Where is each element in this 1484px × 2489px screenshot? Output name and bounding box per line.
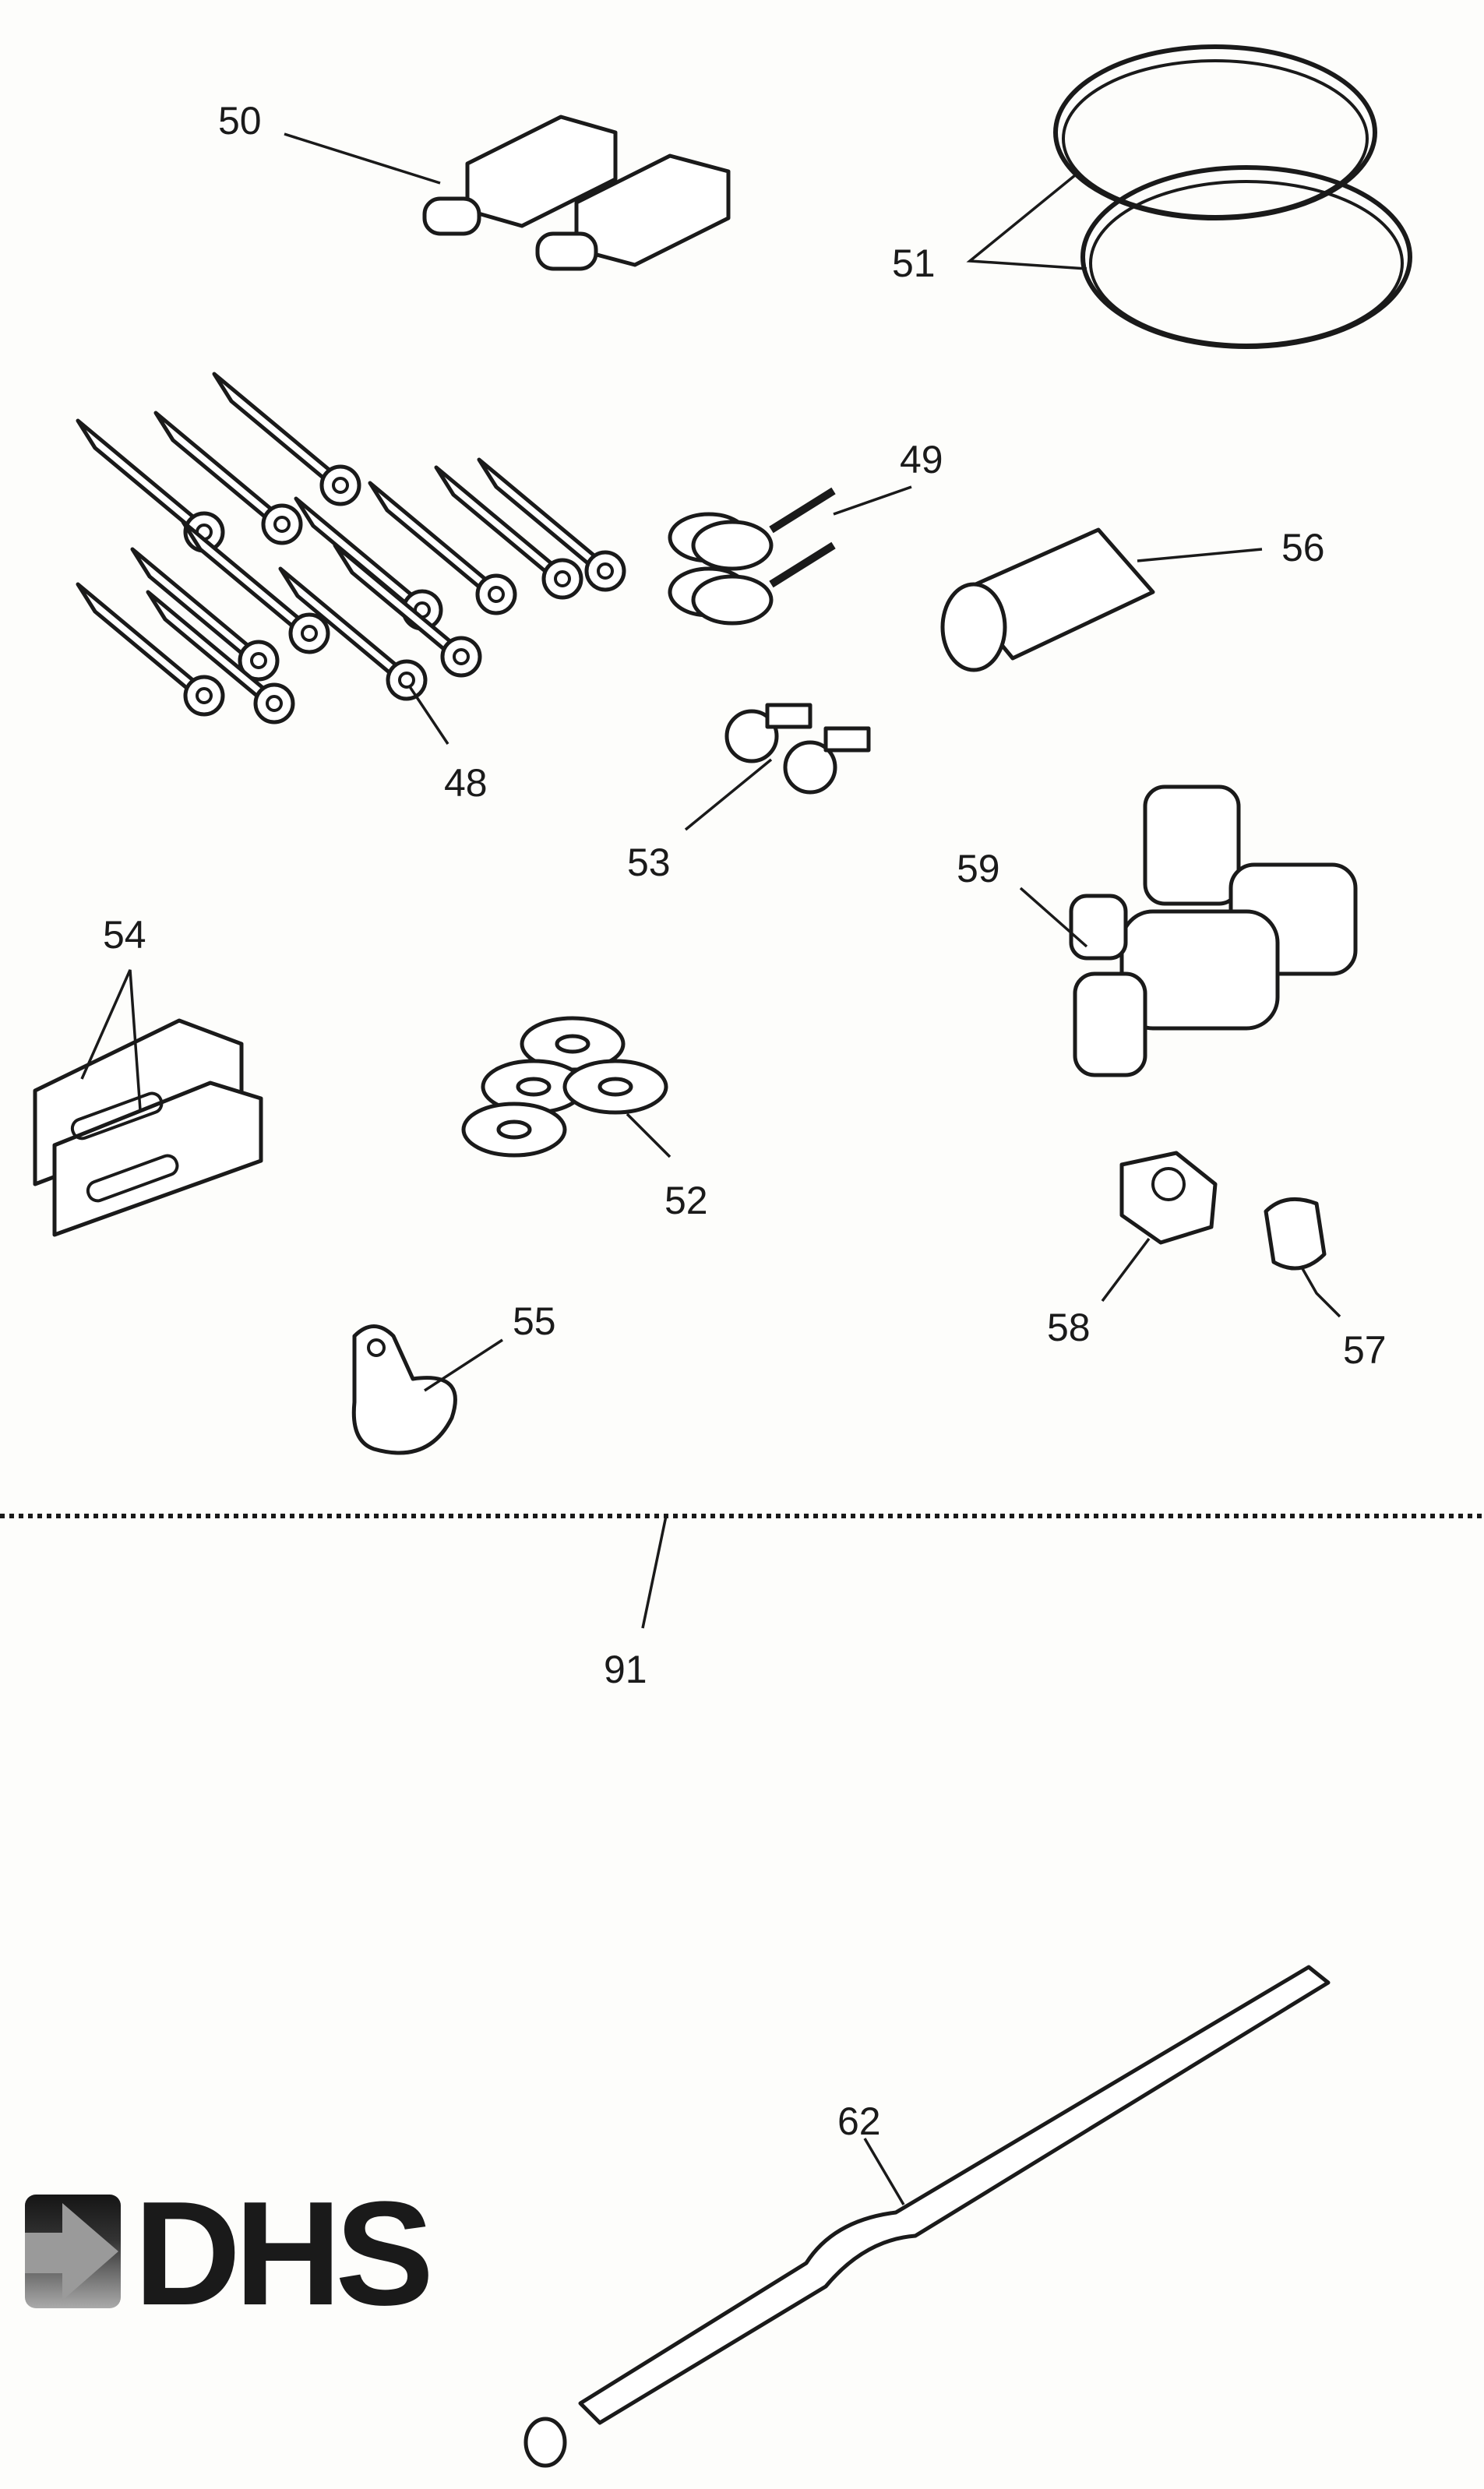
foam-tube bbox=[434, 465, 583, 600]
callout-48: 48 bbox=[444, 761, 488, 805]
foam-tube bbox=[153, 411, 303, 545]
part-50-hex-standoffs bbox=[284, 115, 731, 271]
part-91-separator bbox=[0, 1514, 1484, 1629]
foam-tube bbox=[181, 520, 330, 654]
part-57-ferrule bbox=[1264, 1197, 1341, 1318]
foam-tube bbox=[130, 547, 280, 682]
foam-tube bbox=[477, 457, 626, 592]
part-49-eye-screws bbox=[668, 485, 912, 626]
part-52-washers bbox=[461, 1016, 672, 1158]
foam-tube bbox=[76, 582, 225, 717]
foam-tube bbox=[368, 481, 517, 615]
part-53-phillips-screws bbox=[684, 703, 871, 831]
callout-57: 57 bbox=[1343, 1328, 1387, 1372]
callout-49: 49 bbox=[900, 438, 943, 481]
part-51-wire-coils bbox=[966, 44, 1412, 349]
callout-54: 54 bbox=[103, 913, 146, 957]
dhs-logo: DHS bbox=[25, 2171, 435, 2336]
part-58-flare-nut bbox=[1101, 1151, 1218, 1303]
callout-53: 53 bbox=[627, 841, 671, 884]
callout-50: 50 bbox=[218, 99, 262, 143]
callout-58: 58 bbox=[1047, 1306, 1091, 1349]
foam-tube bbox=[76, 418, 225, 553]
foam-tube bbox=[333, 543, 482, 678]
part-59-service-valve bbox=[1019, 784, 1358, 1077]
callout-52: 52 bbox=[664, 1179, 708, 1222]
part-56-insulation-tube bbox=[940, 527, 1263, 672]
washer bbox=[461, 1102, 567, 1158]
part-62-capillary-tube bbox=[523, 1965, 1331, 2468]
callout-51: 51 bbox=[892, 241, 936, 285]
part-55-pipe-clip bbox=[351, 1324, 503, 1455]
part-54-mounting-brackets bbox=[33, 969, 263, 1237]
foam-tube bbox=[146, 590, 295, 724]
callout-59: 59 bbox=[957, 847, 1000, 890]
callout-62: 62 bbox=[837, 2099, 881, 2143]
part-48-foam-tubes bbox=[76, 372, 626, 745]
foam-tube bbox=[212, 372, 361, 506]
callout-55: 55 bbox=[513, 1299, 556, 1343]
washer bbox=[481, 1059, 587, 1115]
logo-text: DHS bbox=[134, 2171, 428, 2336]
washer bbox=[562, 1059, 668, 1115]
callout-56: 56 bbox=[1281, 526, 1325, 569]
callout-91: 91 bbox=[604, 1648, 647, 1691]
washer bbox=[520, 1016, 626, 1072]
